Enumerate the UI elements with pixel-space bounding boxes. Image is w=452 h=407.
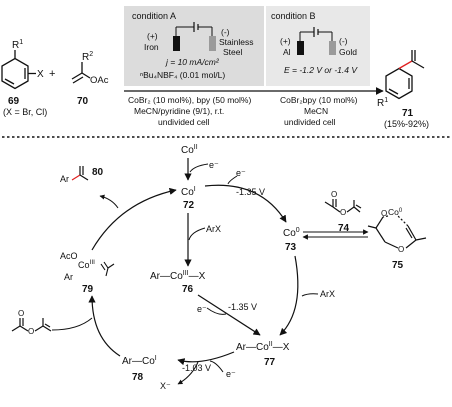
condition-b-title: condition B (271, 11, 316, 21)
arrow-79-to-coi (91, 187, 177, 251)
c76-label: Ar—CoIII—X (150, 270, 206, 282)
e-top-label: e⁻ (209, 160, 219, 170)
arrow-acetate-feed (51, 317, 93, 331)
arrow-co0-to-77 (279, 255, 299, 336)
c79-number: 79 (82, 284, 94, 295)
arrow-e-77-78 (209, 360, 224, 373)
co-ii-label: CoII (181, 144, 198, 156)
condition-b-anode: Al (283, 47, 291, 57)
c79-line1: AcO (60, 251, 78, 261)
arrow-coi-to-co0 (204, 184, 287, 223)
condition-b-line3: undivided cell (284, 117, 336, 127)
c76-number: 76 (182, 284, 194, 295)
arx-right-label: ArX (320, 289, 335, 299)
arrow-e-72-73 (227, 175, 238, 185)
compound-74-structure (324, 199, 362, 213)
compound-70-group: OAc (90, 75, 109, 86)
product-71-yield: (15%-92%) (384, 119, 429, 129)
c79-co: CoIII (78, 259, 95, 270)
c78-number: 78 (132, 372, 144, 383)
isopropenyl-acetate-structure (11, 318, 52, 332)
co-0-label: Co0 (283, 227, 300, 239)
condition-a-anode: Iron (144, 42, 159, 52)
co-0-number: 73 (285, 242, 297, 253)
compound-69-leaving-group: X (37, 69, 44, 80)
arrow-arx-right (301, 293, 319, 297)
compound-75-structure (367, 215, 427, 249)
condition-a-cathode-sign: (-) (221, 27, 230, 37)
compound-70-substituent: R2 (82, 51, 93, 63)
compound-69-number: 69 (8, 96, 20, 107)
condition-b-box (266, 6, 370, 86)
condition-b-cathode: Gold (339, 47, 357, 57)
c79-alkene (100, 261, 115, 277)
compound-75-o-left: O (381, 209, 387, 218)
condition-b-cell-diagram (297, 27, 336, 55)
condition-b-line2: MeCN (304, 106, 328, 116)
arrow-e-top (189, 163, 209, 173)
compound-74-o-carbonyl: O (331, 190, 337, 199)
co-i-label: CoI (181, 186, 196, 198)
compound-75-co: Co0 (388, 207, 403, 217)
v-76-77-label: -1.35 V (228, 302, 257, 312)
c80-structure (71, 166, 89, 181)
arrow-77-to-78 (177, 351, 235, 366)
compound-75-o-bottom: O (398, 245, 404, 254)
condition-b-potential: E = -1.2 V or -1.4 V (284, 65, 358, 75)
e-76-77-label: e⁻ (197, 304, 207, 314)
condition-a-box (124, 6, 264, 86)
condition-b-line1: CoBr₂bpy (10 mol%) (280, 95, 358, 105)
v-72-73-label: -1.35 V (236, 187, 265, 197)
condition-a-current: j = 10 mA/cm² (165, 57, 220, 67)
condition-a-title: condition A (132, 11, 176, 21)
arrow-release-80 (99, 194, 119, 209)
compound-70-number: 70 (77, 96, 89, 107)
v-77-78-label: -1.03 V (182, 363, 211, 373)
x-minus-label: X⁻ (160, 381, 171, 391)
compound-69-note: (X = Br, Cl) (3, 107, 47, 117)
c77-number: 77 (264, 357, 276, 368)
c80-number: 80 (92, 167, 104, 178)
arrow-76-to-77 (197, 294, 261, 336)
condition-b-anode-sign: (+) (280, 36, 291, 46)
product-71-number: 71 (402, 108, 414, 119)
compound-75-number: 75 (392, 260, 404, 271)
condition-b-cathode-sign: (-) (339, 36, 348, 46)
compound-69-structure (1, 50, 36, 90)
condition-a-cell-diagram (173, 22, 216, 51)
condition-a-line1: CoBr₂ (10 mol%), bpy (50 mol%) (128, 95, 251, 105)
arx-left-label: ArX (206, 224, 221, 234)
plus-sign: + (49, 68, 55, 80)
isopropenyl-acetate-o-carbonyl: O (18, 309, 24, 318)
compound-69-substituent: R1 (12, 39, 23, 51)
arrow-arx-left (188, 227, 206, 241)
e-77-78-label: e⁻ (226, 369, 236, 379)
arrow-e-76-77 (206, 307, 227, 315)
condition-a-cathode-line2: Steel (223, 47, 242, 57)
product-71-substituent: R1 (377, 97, 388, 109)
condition-a-line2: MeCN/pyridine (9/1), r.t. (134, 106, 224, 116)
condition-a-line3: undivided cell (158, 117, 210, 127)
c79-line2: Ar (64, 272, 73, 282)
compound-70-structure (71, 62, 91, 84)
c78-label: Ar—CoI (122, 355, 157, 367)
c80-ar: Ar (60, 174, 69, 184)
condition-a-electrolyte: ⁿBu₄NBF₄ (0.01 mol/L) (140, 70, 225, 80)
co-i-number: 72 (183, 200, 195, 211)
isopropenyl-acetate-o: O (28, 327, 34, 336)
product-71-structure (385, 50, 425, 100)
condition-a-anode-sign: (+) (147, 31, 158, 41)
compound-74-number: 74 (338, 223, 350, 234)
c77-label: Ar—CoII—X (236, 341, 290, 353)
compound-74-o: O (340, 208, 346, 217)
arrow-78-to-79 (88, 295, 121, 357)
e-72-73-label: e⁻ (236, 168, 246, 178)
condition-a-cathode-line1: Stainless (219, 37, 254, 47)
arrow-x-minus (177, 361, 199, 385)
